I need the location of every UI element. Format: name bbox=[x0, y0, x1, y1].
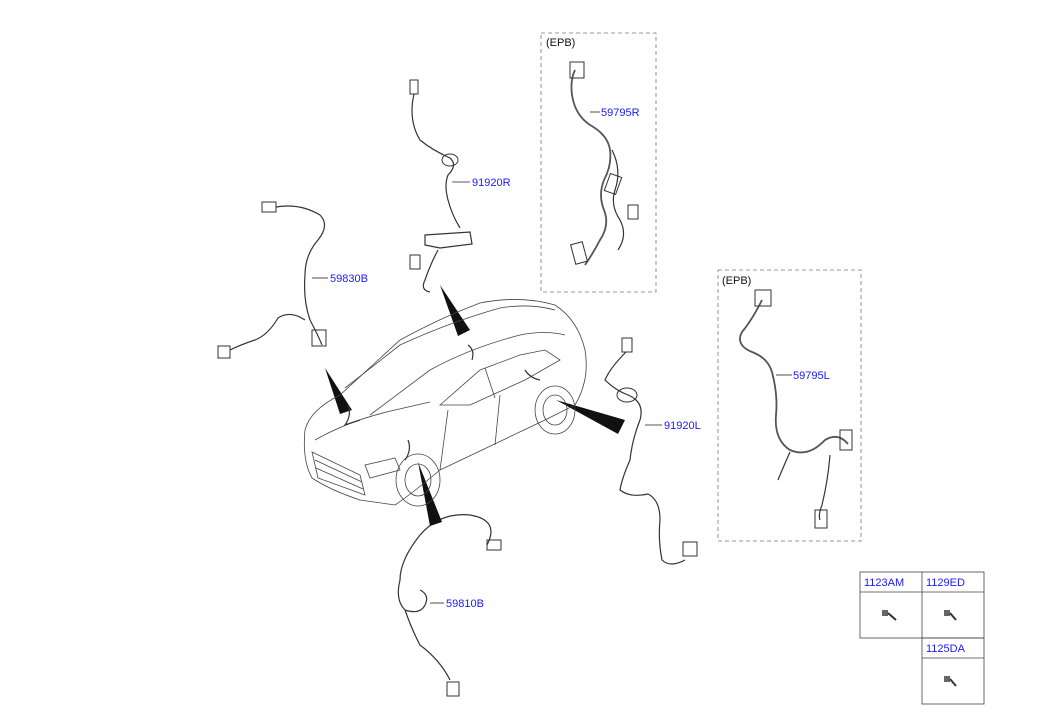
table-header-1123am: 1123AM bbox=[864, 577, 904, 589]
part-label-59795r: 59795R bbox=[601, 107, 640, 119]
fastener-table: 1123AM 1129ED 1125DA bbox=[859, 571, 985, 705]
bolt-icon bbox=[944, 610, 957, 621]
part-label-91920l: 91920L bbox=[664, 420, 701, 432]
part-label-91920r: 91920R bbox=[472, 177, 511, 189]
bolt-icon bbox=[882, 610, 897, 621]
epb-label: (EPB) bbox=[722, 275, 751, 287]
epb-box-left: (EPB) 59795L bbox=[717, 269, 862, 542]
sensor-91920r: 91920R bbox=[409, 79, 511, 336]
epb-box-right: (EPB) 59795R bbox=[540, 32, 657, 293]
part-label-59830b: 59830B bbox=[330, 273, 368, 285]
epb-label: (EPB) bbox=[546, 37, 575, 49]
part-label-59810b: 59810B bbox=[446, 598, 484, 610]
hose-59830b: 59830B bbox=[217, 201, 368, 414]
hose-59810b: 59810B bbox=[397, 462, 502, 697]
vehicle-illustration bbox=[303, 299, 587, 507]
table-header-1125da: 1125DA bbox=[926, 643, 966, 655]
sensor-91920l: 91920L bbox=[556, 337, 701, 565]
bolt-icon bbox=[944, 676, 957, 687]
part-label-59795l: 59795L bbox=[793, 370, 830, 382]
table-header-1129ed: 1129ED bbox=[926, 577, 965, 589]
